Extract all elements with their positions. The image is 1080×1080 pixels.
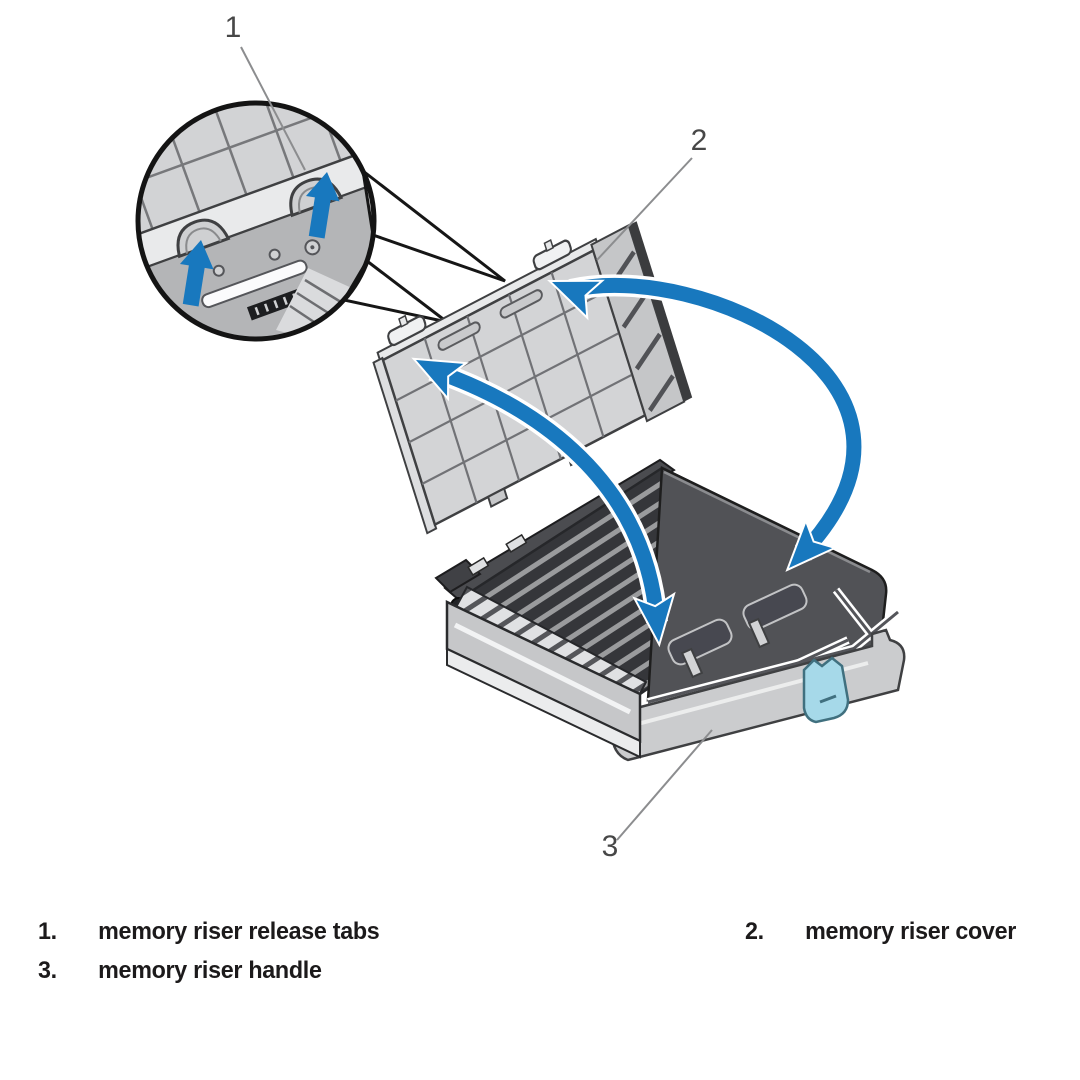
handle-post	[680, 647, 704, 679]
rim-latch-catch	[467, 556, 490, 576]
handle-release-latch	[802, 656, 850, 724]
legend-label: memory riser release tabs	[98, 918, 380, 945]
front-wall-highlight	[453, 622, 632, 715]
leader-line-2	[596, 157, 693, 261]
legend-item-2: 2. memory riser cover	[745, 917, 1016, 947]
callout-marker-2: 2	[690, 124, 708, 157]
callout-pointer-wedges	[341, 167, 506, 324]
riser-handle	[610, 587, 906, 762]
rim-latch-catch	[505, 533, 528, 553]
callout-circle-rim	[135, 100, 377, 342]
latch-grip-mark	[819, 694, 837, 704]
legend-number: 1.	[38, 918, 57, 945]
callout-detail-content	[140, 105, 372, 337]
curved-arrow-icon	[543, 263, 865, 583]
leader-lines	[240, 46, 713, 841]
callout-detail-circle	[135, 100, 506, 342]
wall-recess	[742, 583, 808, 631]
legend-number: 2.	[745, 918, 764, 945]
callout-marker-3: 3	[601, 830, 619, 863]
leader-line-1	[240, 46, 306, 171]
legend-number: 3.	[38, 957, 57, 984]
cover-right-edge	[628, 221, 693, 402]
legend-item-1: 1. memory riser release tabs	[38, 917, 380, 947]
legend-item-3: 3. memory riser handle	[38, 956, 322, 986]
riser-wall-highlight	[663, 470, 871, 574]
handle-post	[747, 617, 771, 649]
leader-line-3	[616, 729, 713, 841]
cover-latch-tabs	[387, 238, 572, 351]
curved-arrow-icon	[405, 341, 679, 646]
riser-base-lip	[446, 647, 641, 759]
legend-label: memory riser handle	[98, 957, 322, 984]
legend-label: memory riser cover	[805, 918, 1017, 945]
pointer-wedge-upper	[360, 167, 506, 283]
cover-rotate-arrows	[405, 263, 865, 646]
callout-marker-1: 1	[224, 11, 242, 44]
